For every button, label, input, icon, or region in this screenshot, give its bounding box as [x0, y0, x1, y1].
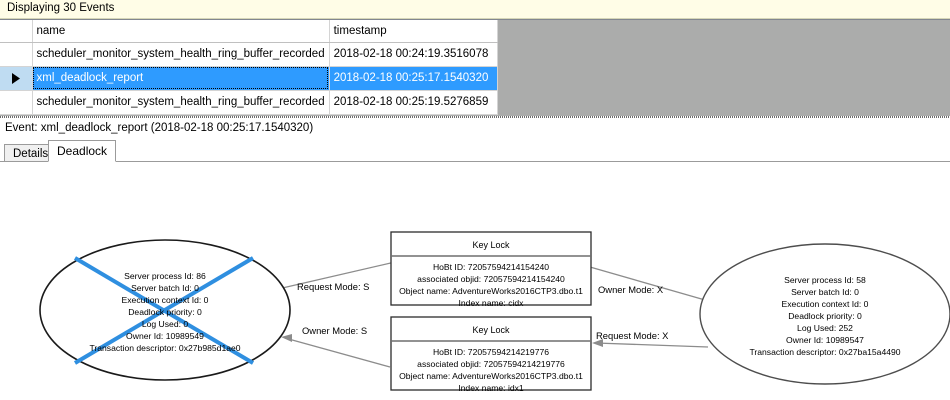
events-grid[interactable]: name timestamp scheduler_monitor_system_… [0, 20, 498, 115]
cell-timestamp[interactable]: 2018-02-18 00:25:19.5276859 [329, 90, 498, 115]
grid-splitter[interactable] [0, 116, 950, 118]
edge-top-owner-right[interactable]: Owner Mode: X [589, 266, 717, 305]
deadlock-graph[interactable]: Request Mode: S Owner Mode: X Owner Mode… [0, 162, 950, 400]
events-grid-container[interactable]: name timestamp scheduler_monitor_system_… [0, 19, 950, 118]
edge-left-request-top[interactable]: Request Mode: S [277, 259, 402, 292]
resource-top-line-2: Object name: AdventureWorks2016CTP3.dbo.… [399, 286, 583, 296]
resource-top-line-3: Index name: cidx [459, 298, 525, 308]
tabstrip: Details Deadlock [0, 140, 950, 162]
events-grid-header-row: name timestamp [0, 20, 498, 43]
deadlock-tab-panel: Request Mode: S Owner Mode: X Owner Mode… [0, 161, 950, 400]
victim-cross-marker [73, 256, 255, 365]
process-left-line-3: Deadlock priority: 0 [128, 307, 202, 317]
resource-bottom-line-0: HoBt ID: 72057594214219776 [433, 347, 549, 357]
process-left-line-6: Transaction descriptor: 0x27b985d1ae0 [89, 343, 240, 353]
resource-bottom-line-1: associated objid: 72057594214219776 [417, 359, 565, 369]
events-count-label: Displaying 30 Events [7, 2, 115, 15]
process-right-line-6: Transaction descriptor: 0x27ba15a4490 [749, 347, 900, 357]
events-status-banner: Displaying 30 Events [0, 0, 950, 19]
process-right-line-5: Owner Id: 10989547 [786, 335, 864, 345]
row-selector-cell[interactable] [0, 66, 33, 91]
column-header-timestamp[interactable]: timestamp [329, 20, 498, 43]
process-node-right[interactable]: Server process Id: 58 Server batch Id: 0… [699, 243, 950, 385]
events-grid-body: scheduler_monitor_system_health_ring_buf… [0, 42, 498, 115]
process-left-line-0: Server process Id: 86 [124, 271, 206, 281]
edge-right-request-bottom[interactable]: Request Mode: X [592, 330, 709, 348]
cell-name[interactable]: scheduler_monitor_system_health_ring_buf… [32, 42, 330, 67]
process-node-left[interactable]: Server process Id: 86 Server batch Id: 0… [39, 239, 291, 381]
row-selector-cell[interactable] [0, 90, 33, 115]
process-left-line-5: Owner Id: 10989549 [126, 331, 204, 341]
edge-bottom-owner-left[interactable]: Owner Mode: S [281, 325, 391, 368]
event-caption: Event: xml_deadlock_report (2018-02-18 0… [0, 118, 950, 138]
process-left-line-4: Log Used: 0 [142, 319, 189, 329]
cell-timestamp[interactable]: 2018-02-18 00:24:19.3516078 [329, 42, 498, 67]
resource-top-line-1: associated objid: 72057594214154240 [417, 274, 565, 284]
process-left-line-2: Execution context Id: 0 [122, 295, 209, 305]
edge-label-left-request-top: Request Mode: S [297, 281, 369, 292]
process-left-line-1: Server batch Id: 0 [131, 283, 199, 293]
row-pointer-icon [0, 67, 31, 90]
resource-node-top[interactable]: Key Lock HoBt ID: 72057594214154240 asso… [390, 231, 592, 308]
process-right-line-1: Server batch Id: 0 [791, 287, 859, 297]
resource-bottom-title: Key Lock [472, 325, 510, 335]
table-row[interactable]: scheduler_monitor_system_health_ring_buf… [0, 42, 498, 67]
edge-label-top-owner-right: Owner Mode: X [598, 284, 664, 295]
column-header-selector[interactable] [0, 20, 33, 43]
row-selector-cell[interactable] [0, 42, 33, 67]
cell-name[interactable]: xml_deadlock_report [32, 66, 330, 91]
process-right-line-0: Server process Id: 58 [784, 275, 866, 285]
column-header-name[interactable]: name [32, 20, 330, 43]
edge-label-bottom-owner-left: Owner Mode: S [302, 325, 367, 336]
resource-top-line-0: HoBt ID: 72057594214154240 [433, 262, 549, 272]
resource-bottom-line-3: Index name: idx1 [458, 383, 524, 393]
cell-timestamp[interactable]: 2018-02-18 00:25:17.1540320 [329, 66, 498, 91]
table-row[interactable]: scheduler_monitor_system_health_ring_buf… [0, 90, 498, 115]
table-row-selected[interactable]: xml_deadlock_report 2018-02-18 00:25:17.… [0, 66, 498, 91]
tab-deadlock[interactable]: Deadlock [48, 140, 117, 162]
edge-label-right-request-bottom: Request Mode: X [596, 330, 669, 341]
resource-node-bottom[interactable]: Key Lock HoBt ID: 72057594214219776 asso… [390, 316, 592, 393]
resource-top-title: Key Lock [472, 240, 510, 250]
process-right-line-2: Execution context Id: 0 [782, 299, 869, 309]
resource-bottom-line-2: Object name: AdventureWorks2016CTP3.dbo.… [399, 371, 583, 381]
process-right-line-4: Log Used: 252 [797, 323, 853, 333]
process-right-line-3: Deadlock priority: 0 [788, 311, 862, 321]
tab-details[interactable]: Details [4, 144, 58, 162]
cell-name[interactable]: scheduler_monitor_system_health_ring_buf… [32, 90, 330, 115]
